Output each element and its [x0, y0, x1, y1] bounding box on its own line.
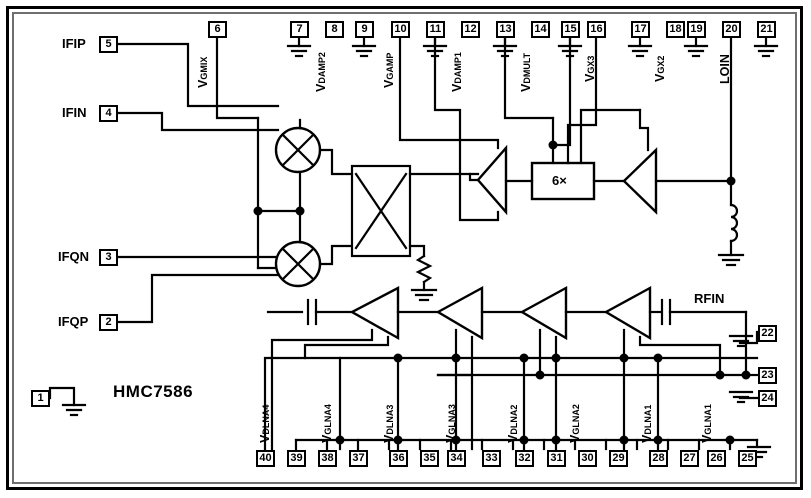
pin-box-4[interactable]: 4	[99, 105, 118, 122]
pin-box-16[interactable]: 16	[587, 21, 606, 38]
pin-box-38[interactable]: 38	[318, 450, 337, 467]
pin-box-27[interactable]: 27	[680, 450, 699, 467]
signal-label-vglna4: VGLNA4	[320, 404, 334, 443]
pin-box-14[interactable]: 14	[531, 21, 550, 38]
pin-box-21[interactable]: 21	[757, 21, 776, 38]
pin-box-25[interactable]: 25	[738, 450, 757, 467]
pin-label-ifin: IFIN	[62, 105, 87, 120]
pin-box-9[interactable]: 9	[355, 21, 374, 38]
pin-label-ifqp: IFQP	[58, 314, 89, 329]
pin-box-22[interactable]: 22	[758, 325, 777, 342]
pin-label-ifip: IFIP	[62, 36, 86, 51]
signal-label-vgx3: VGX3	[583, 55, 597, 82]
pin-box-6[interactable]: 6	[208, 21, 227, 38]
pin-box-15[interactable]: 15	[561, 21, 580, 38]
pin-box-8[interactable]: 8	[325, 21, 344, 38]
pin-box-33[interactable]: 33	[482, 450, 501, 467]
pin-box-35[interactable]: 35	[420, 450, 439, 467]
pin-box-12[interactable]: 12	[461, 21, 480, 38]
pin-box-32[interactable]: 32	[515, 450, 534, 467]
pin-label-ifqn: IFQN	[58, 249, 90, 264]
pin-box-3[interactable]: 3	[99, 249, 118, 266]
signal-label-loin: LOIN	[718, 54, 732, 84]
signal-label-vdamp2: VDAMP2	[314, 52, 328, 92]
pin-box-28[interactable]: 28	[649, 450, 668, 467]
pin-box-29[interactable]: 29	[609, 450, 628, 467]
pin-box-17[interactable]: 17	[631, 21, 650, 38]
pin-box-2[interactable]: 2	[99, 314, 118, 331]
pin-box-20[interactable]: 20	[722, 21, 741, 38]
pin-box-10[interactable]: 10	[391, 21, 410, 38]
pin-box-7[interactable]: 7	[290, 21, 309, 38]
pin-box-30[interactable]: 30	[578, 450, 597, 467]
part-number: HMC7586	[113, 382, 194, 401]
signal-label-vglna1: VGLNA1	[700, 404, 714, 443]
pin-box-1[interactable]: 1	[31, 390, 50, 407]
pin-box-11[interactable]: 11	[426, 21, 445, 38]
pin-box-13[interactable]: 13	[496, 21, 515, 38]
signal-label-vgx2: VGX2	[653, 55, 667, 82]
pin-box-18[interactable]: 18	[666, 21, 685, 38]
rfin-label: RFIN	[694, 291, 725, 306]
pin-box-34[interactable]: 34	[447, 450, 466, 467]
signal-label-vdlna1: VDLNA1	[640, 404, 654, 443]
pin-box-40[interactable]: 40	[256, 450, 275, 467]
signal-label-vdamp1: VDAMP1	[450, 52, 464, 92]
signal-label-vdlna3: VDLNA3	[382, 404, 396, 443]
signal-label-vgamp: VGAMP	[382, 52, 396, 88]
signal-label-vgmix: VGMIX	[196, 56, 210, 88]
pin-box-24[interactable]: 24	[758, 390, 777, 407]
pin-box-23[interactable]: 23	[758, 367, 777, 384]
signal-label-vdmult: VDMULT	[519, 52, 533, 92]
pin-box-26[interactable]: 26	[707, 450, 726, 467]
signal-label-vglna3: VGLNA3	[444, 404, 458, 443]
pin-box-31[interactable]: 31	[547, 450, 566, 467]
multiplier-block-label: 6×	[552, 173, 567, 188]
signal-label-vdlna2: VDLNA2	[506, 404, 520, 443]
signal-label-vdlna4: VDLNA4	[258, 404, 272, 443]
pin-box-5[interactable]: 5	[99, 36, 118, 53]
pin-box-19[interactable]: 19	[687, 21, 706, 38]
pin-box-36[interactable]: 36	[389, 450, 408, 467]
pin-box-39[interactable]: 39	[287, 450, 306, 467]
pin-box-37[interactable]: 37	[349, 450, 368, 467]
signal-label-vglna2: VGLNA2	[568, 404, 582, 443]
